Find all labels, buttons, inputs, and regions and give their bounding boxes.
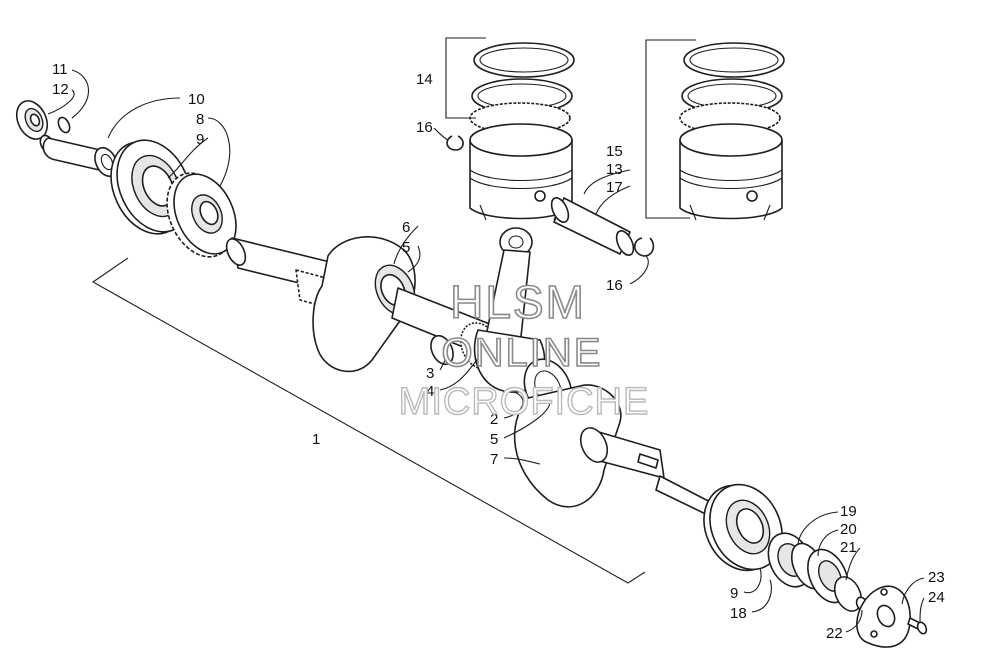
callout-21: 21 <box>840 539 857 556</box>
leader-lines <box>47 69 925 633</box>
main-bearing-right <box>703 483 783 572</box>
callout-19: 19 <box>840 503 857 520</box>
callout-4: 4 <box>426 383 434 400</box>
callout-2: 2 <box>490 411 498 428</box>
callout-16-top: 16 <box>416 119 433 136</box>
callout-12: 12 <box>52 81 69 98</box>
piston-left <box>469 123 573 221</box>
watermark-line-1: HLSM <box>450 276 586 328</box>
callout-17: 17 <box>606 179 623 196</box>
retainer-plate <box>856 585 928 648</box>
piston-rings-right <box>679 42 785 134</box>
callout-18: 18 <box>730 605 747 622</box>
callout-3: 3 <box>426 365 434 382</box>
callout-24: 24 <box>928 589 945 606</box>
callout-16-bottom: 16 <box>606 277 623 294</box>
piston-rings-left <box>469 42 575 134</box>
callout-1: 1 <box>312 431 320 448</box>
callout-8: 8 <box>196 111 204 128</box>
seal-stack <box>767 532 869 612</box>
drive-gear <box>166 172 237 258</box>
assembly-bracket <box>91 257 646 584</box>
callout-labels: 11 12 10 8 9 14 16 6 5 15 13 17 16 3 4 1… <box>52 61 945 642</box>
callout-14: 14 <box>416 71 433 88</box>
piston-right <box>679 123 783 221</box>
watermark-line-3: MICROFICHE <box>399 381 650 423</box>
circlip-16b <box>633 237 655 257</box>
callout-23: 23 <box>928 569 945 586</box>
callout-10: 10 <box>188 91 205 108</box>
sleeve-tube <box>42 137 118 178</box>
watermark-line-2: ONLINE <box>442 331 603 375</box>
callout-9-top: 9 <box>196 131 204 148</box>
circlip-16a <box>446 135 464 151</box>
watermark: HLSM ONLINE MICROFICHE <box>398 275 650 424</box>
callout-15: 15 <box>606 143 623 160</box>
callout-22: 22 <box>826 625 843 642</box>
callout-13: 13 <box>606 161 623 178</box>
callout-6: 6 <box>402 219 410 236</box>
piston-pin <box>550 197 635 256</box>
callout-5-bottom: 5 <box>490 431 498 448</box>
callout-11: 11 <box>52 61 68 78</box>
bracket-15 <box>645 39 696 219</box>
callout-7: 7 <box>490 451 498 468</box>
callout-9-bottom: 9 <box>730 585 738 602</box>
callout-20: 20 <box>840 521 857 538</box>
crankshaft-left-half <box>225 236 416 373</box>
crankshaft-right-half <box>513 358 719 519</box>
bracket-14 <box>445 37 486 119</box>
callout-5-top: 5 <box>402 239 410 256</box>
